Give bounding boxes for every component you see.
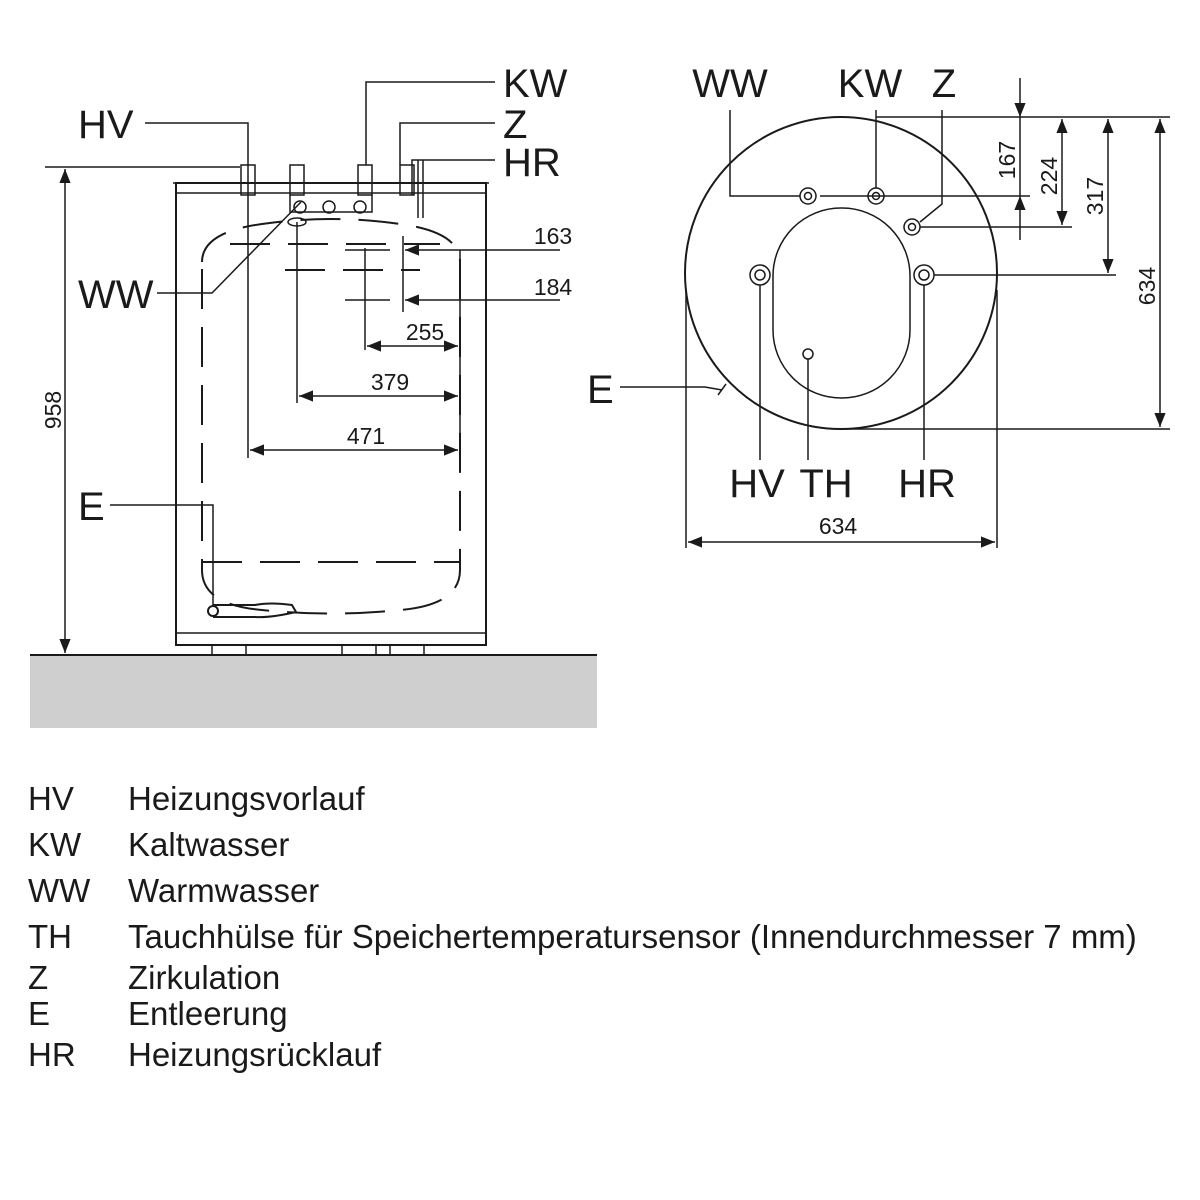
top-label-hv: HV bbox=[729, 462, 785, 506]
top-connection-ww bbox=[799, 187, 817, 205]
legend-text: Zirkulation bbox=[128, 959, 281, 996]
dimension-167-label: 167 bbox=[994, 141, 1020, 179]
technical-drawing: HV KW Z HR WW E 958 163 184 255 bbox=[30, 62, 1170, 728]
legend-row-hr: HR Heizungsrücklauf bbox=[28, 1032, 1188, 1078]
dimension-379-label: 379 bbox=[371, 369, 409, 395]
side-label-hv: HV bbox=[78, 103, 134, 147]
dimension-255-label: 255 bbox=[406, 319, 444, 345]
dimension-255: 255 bbox=[367, 319, 458, 352]
dimension-184: 184 bbox=[345, 274, 573, 306]
legend-code: Z bbox=[28, 959, 49, 996]
side-label-leaders bbox=[110, 81, 495, 606]
top-label-leaders bbox=[620, 110, 943, 460]
dimension-184-label: 184 bbox=[534, 274, 573, 300]
top-label-z: Z bbox=[932, 62, 956, 106]
legend-text: Kaltwasser bbox=[128, 826, 290, 863]
legend-code: HV bbox=[28, 780, 74, 817]
side-label-z: Z bbox=[503, 103, 527, 147]
top-connection-th bbox=[802, 348, 814, 360]
top-label-kw: KW bbox=[838, 62, 903, 106]
inner-vessel bbox=[201, 218, 461, 615]
side-view: HV KW Z HR WW E 958 163 184 255 bbox=[30, 62, 597, 728]
dimension-167: 167 bbox=[994, 78, 1026, 240]
legend-row-z: Z Zirkulation bbox=[28, 960, 1188, 996]
legend-row-ww: WW Warmwasser bbox=[28, 868, 1188, 914]
dimension-471: 471 bbox=[250, 423, 458, 456]
side-label-kw: KW bbox=[503, 62, 568, 106]
drain-pipe bbox=[207, 602, 298, 619]
top-label-th: TH bbox=[799, 462, 852, 506]
dimension-634-vertical-label: 634 bbox=[1134, 267, 1160, 306]
top-view: WW KW Z E HV TH HR 167 224 317 634 bbox=[587, 62, 1170, 548]
tank-shell bbox=[173, 182, 489, 646]
legend-text: Heizungsrücklauf bbox=[128, 1036, 382, 1073]
dimension-224: 224 bbox=[1036, 119, 1068, 225]
manhole-oval bbox=[772, 207, 911, 399]
top-label-hr: HR bbox=[898, 462, 956, 506]
legend-code: KW bbox=[28, 826, 82, 863]
legend-row-kw: KW Kaltwasser bbox=[28, 822, 1188, 868]
dimension-224-label: 224 bbox=[1036, 157, 1062, 196]
side-label-ww: WW bbox=[78, 273, 154, 317]
legend-row-th: TH Tauchhülse für Speichertemperatursens… bbox=[28, 914, 1188, 960]
top-extension-lines bbox=[685, 116, 1170, 548]
dimension-958-label: 958 bbox=[40, 391, 66, 429]
side-label-hr: HR bbox=[503, 141, 561, 185]
top-connection-hr bbox=[913, 264, 935, 286]
dimension-317-label: 317 bbox=[1082, 177, 1108, 215]
top-label-e: E bbox=[587, 368, 614, 412]
top-connections bbox=[240, 160, 424, 227]
legend-text: Tauchhülse für Speichertemperatursensor … bbox=[128, 918, 1137, 955]
legend-text: Warmwasser bbox=[128, 872, 320, 909]
legend-row-hv: HV Heizungsvorlauf bbox=[28, 776, 1188, 822]
floor bbox=[30, 655, 597, 728]
dimension-471-label: 471 bbox=[347, 423, 385, 449]
dimension-height: 958 bbox=[40, 166, 240, 653]
legend: HV Heizungsvorlauf KW Kaltwasser WW Warm… bbox=[28, 776, 1188, 1078]
legend-text: Heizungsvorlauf bbox=[128, 780, 365, 817]
legend-code: E bbox=[28, 995, 51, 1032]
dimension-163: 163 bbox=[345, 223, 572, 256]
tank-outline-circle bbox=[684, 116, 998, 430]
top-connection-hv bbox=[749, 264, 771, 286]
dimension-634-vertical: 634 bbox=[1134, 119, 1166, 427]
tank-feet bbox=[211, 644, 425, 656]
top-label-ww: WW bbox=[692, 62, 768, 106]
legend-row-e: E Entleerung bbox=[28, 996, 1188, 1032]
legend-text: Entleerung bbox=[128, 995, 288, 1032]
side-label-e: E bbox=[78, 485, 105, 529]
dimension-634-horizontal: 634 bbox=[688, 513, 995, 548]
dimension-317: 317 bbox=[1082, 119, 1114, 273]
top-connection-z bbox=[903, 218, 921, 236]
legend-code: WW bbox=[28, 872, 91, 909]
legend-code: TH bbox=[28, 918, 72, 955]
dimension-163-label: 163 bbox=[534, 223, 572, 249]
dimension-634-horizontal-label: 634 bbox=[819, 513, 858, 539]
dimension-379: 379 bbox=[299, 369, 458, 402]
legend-code: HR bbox=[28, 1036, 76, 1073]
